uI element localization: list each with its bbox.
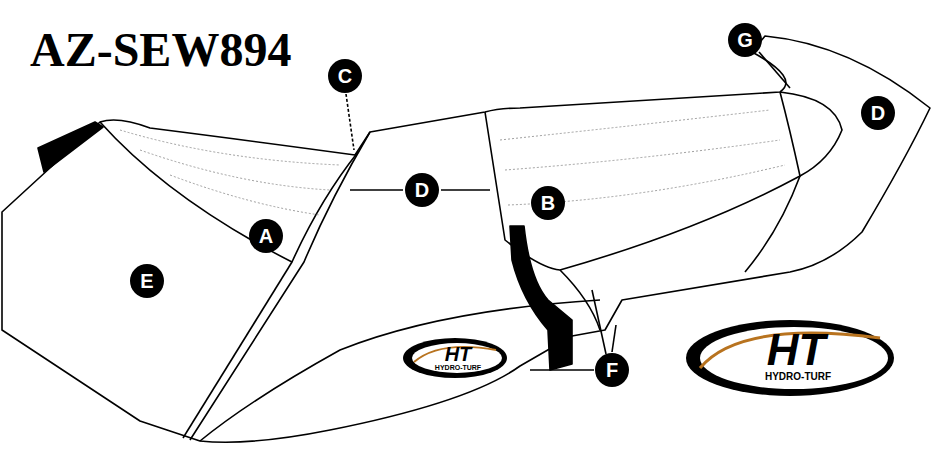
callout-letter: F	[595, 353, 629, 387]
leader-line	[592, 290, 606, 354]
callout-letter: A	[249, 219, 283, 253]
callout-letter: D	[405, 173, 439, 207]
callout-letter: E	[130, 264, 164, 298]
small-logo	[403, 338, 507, 378]
logo-brand: HYDRO-TURF	[435, 364, 481, 371]
leader-line	[441, 189, 490, 191]
callout-letter: D	[861, 96, 895, 130]
callout-letter: G	[728, 23, 762, 57]
leader-line	[530, 369, 594, 371]
rear-side-seam	[745, 176, 800, 272]
callout-letter: C	[328, 59, 362, 93]
rear-seat-panel	[485, 92, 800, 270]
big-logo	[686, 320, 894, 396]
logo-mark: HT	[445, 344, 472, 364]
side-seam	[183, 262, 292, 438]
side-seam	[190, 132, 370, 440]
tail-panel	[780, 92, 842, 176]
title: AZ-SEW894	[30, 22, 291, 77]
front-seat-stitch	[120, 130, 340, 215]
side-strip	[510, 226, 572, 370]
leader-line	[350, 189, 403, 191]
logo-brand: HYDRO-TURF	[765, 372, 831, 382]
seat-outline	[2, 36, 930, 442]
leader-line	[759, 52, 790, 88]
leader-line	[612, 325, 616, 352]
logo-mark: HT	[767, 328, 826, 372]
footwell-seam	[200, 300, 600, 441]
callout-letter: B	[531, 186, 565, 220]
front-seat-panel	[100, 122, 358, 262]
front-tab	[38, 122, 103, 172]
leader-line	[346, 94, 354, 150]
